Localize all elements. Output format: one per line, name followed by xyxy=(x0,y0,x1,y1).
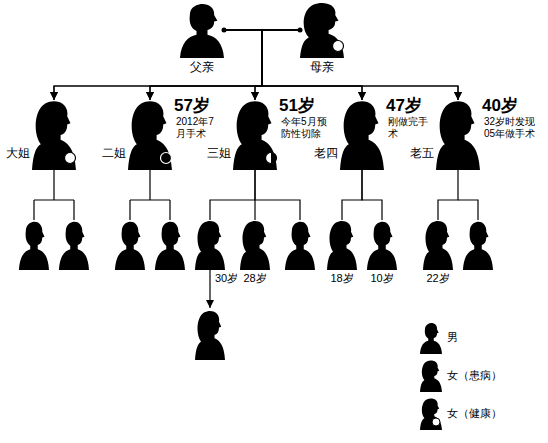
legend-female-icon xyxy=(420,399,442,430)
legend-female-icon xyxy=(420,361,442,392)
branch-line xyxy=(34,170,74,220)
age-label: 40岁 xyxy=(482,96,542,116)
silhouette xyxy=(367,220,397,270)
silhouette xyxy=(240,220,270,270)
healthy-marker xyxy=(432,418,440,426)
age-label: 47岁 xyxy=(386,96,446,116)
silhouette xyxy=(340,100,384,170)
male-silhouette xyxy=(115,222,145,270)
healthy-marker xyxy=(333,41,344,52)
branch-line xyxy=(458,200,478,220)
female-silhouette xyxy=(195,221,225,270)
family-connector xyxy=(54,30,262,100)
note-label: 今年5月预防性切除 xyxy=(281,116,327,140)
male-silhouette xyxy=(180,4,224,58)
silhouette xyxy=(195,220,225,270)
person-label: 老四 xyxy=(312,146,338,160)
ill-marker xyxy=(161,153,172,164)
family-connector xyxy=(224,30,458,100)
age-label: 51岁 xyxy=(279,96,339,116)
male-silhouette xyxy=(285,222,315,270)
person-node: 母亲 xyxy=(300,2,344,58)
legend-label: 女（健康） xyxy=(447,407,502,420)
male-silhouette xyxy=(463,222,493,270)
family-connector xyxy=(54,30,300,100)
family-connector xyxy=(262,30,458,100)
person-label: 母亲 xyxy=(296,60,348,74)
half-marker xyxy=(266,153,277,164)
branch-line xyxy=(130,170,170,220)
person-node: 10岁 xyxy=(367,220,397,270)
family-connector xyxy=(224,30,262,100)
legend-male-icon xyxy=(420,323,442,354)
person-node: 大姐 xyxy=(32,100,76,170)
female-silhouette xyxy=(32,101,76,170)
silhouette xyxy=(300,2,344,58)
note-label: 刚做完手术 xyxy=(388,116,434,140)
silhouette xyxy=(180,2,224,58)
female-silhouette xyxy=(436,101,480,170)
note-label: 32岁时发现05年做手术 xyxy=(484,116,540,140)
family-connector xyxy=(224,30,362,100)
male-silhouette xyxy=(59,222,89,270)
silhouette xyxy=(423,220,453,270)
female-silhouette xyxy=(300,3,344,58)
silhouette xyxy=(327,220,357,270)
person-label: 二姐 xyxy=(100,146,126,160)
female-silhouette xyxy=(195,311,225,360)
age-label: 57岁 xyxy=(174,96,234,116)
family-connector xyxy=(362,170,382,220)
note-label: 2012年7月手术 xyxy=(176,116,222,140)
female-silhouette xyxy=(340,101,384,170)
branch-arrow xyxy=(209,270,210,308)
branch-line xyxy=(255,200,300,220)
person-label: 18岁 xyxy=(322,272,362,285)
family-connector xyxy=(254,170,255,220)
silhouette xyxy=(128,100,172,170)
female-silhouette xyxy=(240,221,270,270)
female-silhouette xyxy=(327,221,357,270)
silhouette xyxy=(32,100,76,170)
silhouette xyxy=(436,100,480,170)
male-silhouette xyxy=(19,222,49,270)
legend-label: 女（患病） xyxy=(447,369,502,382)
female-silhouette xyxy=(423,221,453,270)
person-node: 父亲 xyxy=(180,2,224,58)
person-node: 老四47岁刚做完手术 xyxy=(340,100,384,170)
person-node: 18岁 xyxy=(327,220,357,270)
family-connector xyxy=(438,170,458,220)
person-label: 三姐 xyxy=(205,146,231,160)
person-node: 三姐51岁今年5月预防性切除 xyxy=(233,100,277,170)
person-label: 10岁 xyxy=(362,272,402,285)
female-silhouette xyxy=(233,101,277,170)
person-label: 父亲 xyxy=(176,60,228,74)
half-marker-fill xyxy=(271,153,277,164)
person-node: 老五40岁32岁时发现05年做手术 xyxy=(436,100,480,170)
family-connector xyxy=(210,170,255,220)
person-node: 30岁 xyxy=(195,220,225,270)
person-node: 28岁 xyxy=(240,220,270,270)
family-connector xyxy=(150,30,300,100)
healthy-marker xyxy=(65,153,76,164)
family-connector xyxy=(342,170,362,220)
person-label: 22岁 xyxy=(418,272,458,285)
person-node: 22岁 xyxy=(423,220,453,270)
male-silhouette xyxy=(367,222,397,270)
person-label: 28岁 xyxy=(235,272,275,285)
person-label: 老五 xyxy=(408,146,434,160)
male-silhouette xyxy=(155,222,185,270)
person-label: 30岁 xyxy=(215,272,243,285)
female-silhouette xyxy=(128,101,172,170)
person-node: 二姐57岁2012年7月手术 xyxy=(128,100,172,170)
legend-label: 男 xyxy=(447,331,458,344)
silhouette xyxy=(233,100,277,170)
person-label: 大姐 xyxy=(4,146,30,160)
